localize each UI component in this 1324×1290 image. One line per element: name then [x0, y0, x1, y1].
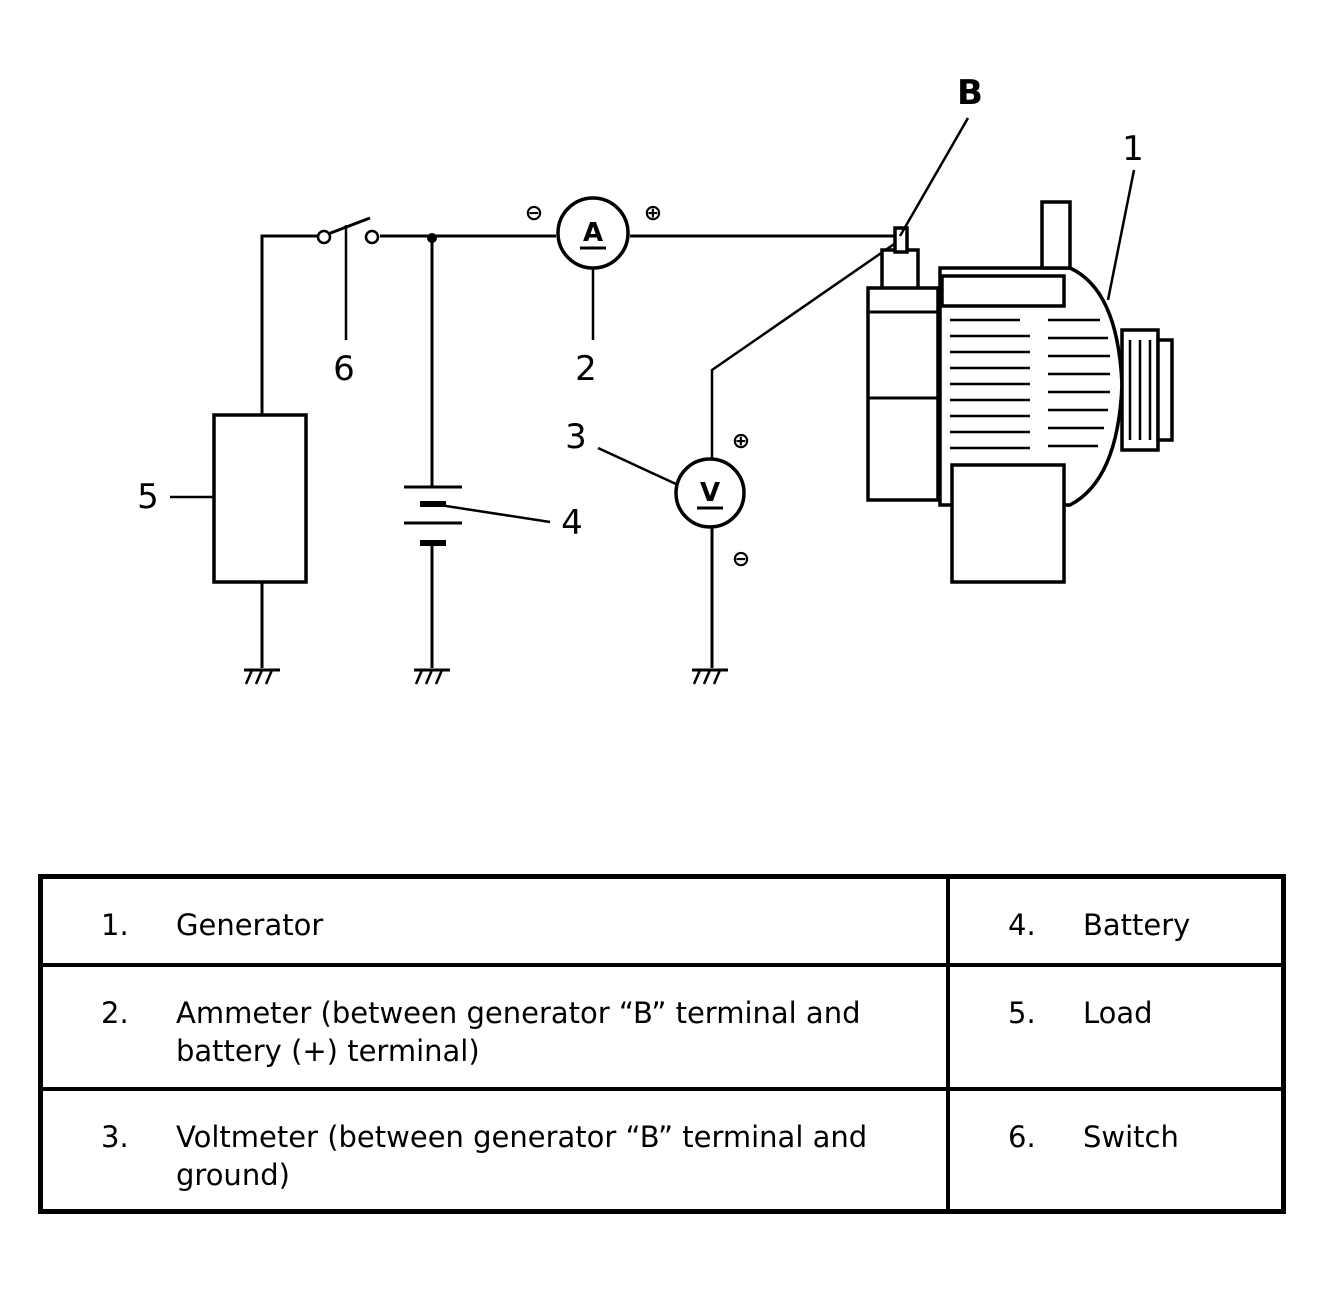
label-load-num: 5 — [137, 477, 159, 517]
ground-symbol-load — [244, 668, 280, 685]
legend-text: Load — [1083, 996, 1153, 1030]
ammeter-minus-sign: ⊖ — [525, 201, 543, 226]
label-voltmeter-num: 3 — [565, 417, 587, 457]
load-box — [212, 413, 308, 584]
legend-number: 5. — [1008, 996, 1036, 1030]
ammeter-letter: A — [583, 218, 603, 248]
generator-drawing — [866, 200, 1174, 584]
legend-number: 4. — [1008, 908, 1036, 942]
ground-symbol-battery — [414, 668, 450, 685]
legend-number: 1. — [101, 908, 129, 942]
legend-row: 3. Voltmeter (between generator “B” term… — [43, 1087, 1281, 1213]
label-ammeter-num: 2 — [575, 349, 597, 389]
legend-number: 3. — [101, 1120, 129, 1154]
circuit-wires — [260, 234, 901, 668]
legend-row: 1. Generator 4. Battery — [43, 879, 1281, 967]
voltmeter-letter: V — [700, 478, 720, 508]
charging-circuit-diagram: A ⊖ ⊕ V ⊕ ⊖ — [137, 73, 1174, 685]
voltmeter-minus-sign: ⊖ — [732, 547, 750, 572]
legend-row: 2. Ammeter (between generator “B” termin… — [43, 963, 1281, 1091]
label-generator-num: 1 — [1122, 129, 1144, 169]
ground-symbol-voltmeter — [692, 668, 728, 685]
legend-number: 6. — [1008, 1120, 1036, 1154]
voltmeter-plus-sign: ⊕ — [732, 429, 750, 454]
label-battery-num: 4 — [561, 503, 583, 543]
label-switch-num: 6 — [333, 349, 355, 389]
legend-table: 1. Generator 4. Battery 2. Ammeter (betw… — [38, 874, 1286, 1214]
legend-number: 2. — [101, 996, 129, 1030]
label-terminal-b: B — [957, 73, 983, 113]
switch-symbol — [316, 216, 380, 340]
leader-generator — [1106, 169, 1136, 301]
junction-dot — [427, 233, 437, 243]
battery-symbol — [404, 485, 551, 546]
legend-text: Battery — [1083, 908, 1191, 942]
legend-text: Ammeter (between generator “B” terminal … — [176, 996, 861, 1068]
voltmeter-symbol: V — [597, 446, 746, 529]
leader-b — [898, 117, 970, 237]
ammeter-plus-sign: ⊕ — [644, 201, 662, 226]
legend-text: Switch — [1083, 1120, 1179, 1154]
legend-text: Voltmeter (between generator “B” termina… — [176, 1120, 868, 1192]
ammeter-symbol: A — [556, 196, 630, 340]
legend-text: Generator — [176, 908, 324, 942]
